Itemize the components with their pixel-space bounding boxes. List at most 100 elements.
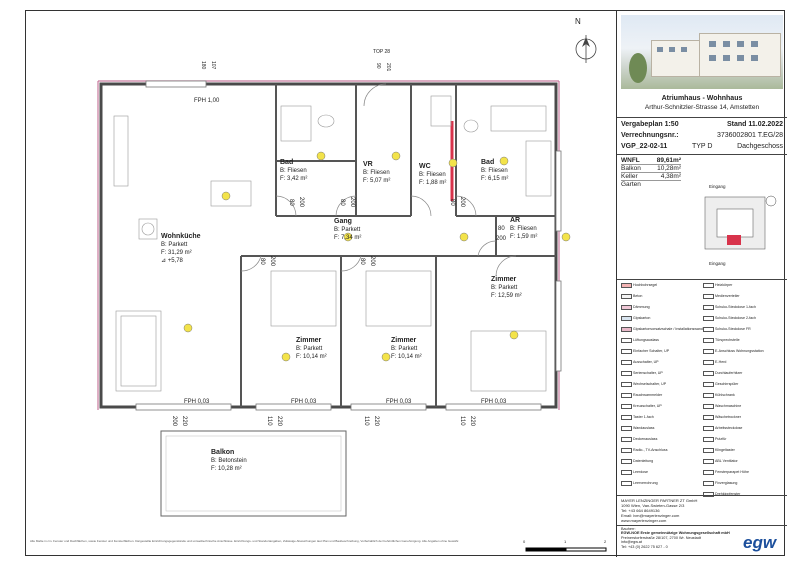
window-dim: 220 — [276, 416, 282, 427]
legend-swatch — [703, 316, 714, 321]
left-dim-2: 107 — [210, 61, 216, 70]
legend-label: Taster 1-fach — [633, 415, 654, 419]
legend-swatch — [621, 349, 632, 354]
scale-2: 2 — [604, 539, 607, 544]
door-dim: 80 — [339, 199, 345, 206]
legend-label: Gipskartonvorsatzschale / Installationsw… — [633, 327, 703, 331]
legend-swatch — [703, 294, 714, 299]
legend-swatch — [621, 415, 632, 420]
project-address: Arthur-Schnitzler-Strasse 14, Amstetten — [644, 104, 760, 111]
door-dim: 200 — [369, 256, 375, 267]
legend-label: Hochbohrsegel — [633, 283, 658, 287]
legend-label: ABL Ventilator — [715, 459, 738, 463]
window-dim: 200 — [171, 416, 177, 427]
legend-swatch — [703, 338, 714, 343]
legend-swatch — [621, 338, 632, 343]
legend-label: Lüftungsauslass — [633, 338, 659, 342]
legend-label: Fensterparapet Höhe — [715, 470, 749, 474]
verrechnung-row: Verrechnungsnr.:3736002801 T.EG/28 — [621, 132, 783, 139]
key-plan — [704, 195, 777, 250]
fph-label-5: FPH 0,03 — [481, 399, 507, 405]
legend-swatch — [621, 371, 632, 376]
legend-label: E-Herd — [715, 360, 727, 364]
door-dim: 80 — [449, 199, 455, 206]
door-dim: 200 — [349, 197, 355, 208]
legend-swatch — [621, 437, 632, 442]
fph-label-1: FPH 1,00 — [194, 98, 220, 104]
legend-label: Dämmung — [633, 305, 650, 309]
legend-label: Radio-, TV-Anschluss — [633, 448, 668, 452]
window-dim: 110 — [459, 416, 465, 426]
legend-label: Geschirrspüler — [715, 382, 739, 386]
legend-swatch — [621, 305, 632, 310]
legend-swatch — [703, 481, 714, 486]
legend-swatch — [621, 393, 632, 398]
keyplan-bottom-label: Eingang — [709, 261, 726, 266]
legend-swatch — [703, 305, 714, 310]
footnote: Alle Maße in cm. Fenster und Dachflächen… — [30, 539, 460, 543]
legend-swatch — [621, 316, 632, 321]
legend-label: Waschmaschine — [715, 404, 742, 408]
legend-swatch — [703, 415, 714, 420]
legend-swatch — [621, 459, 632, 464]
legend-label: Serienschalter, UP — [633, 371, 663, 375]
legend-label: Putzfür — [715, 437, 727, 441]
legend-label: Rauchwarnmelder — [633, 393, 663, 397]
window-dim: 220 — [181, 416, 187, 427]
legend-label: Wandauslass — [633, 426, 655, 430]
legend-label: Medienverteiler — [715, 294, 740, 298]
legend-label: Wäschetrockner — [715, 415, 741, 419]
window-dim: 110 — [266, 416, 272, 426]
legend-swatch — [621, 382, 632, 387]
door-dim: 200 — [269, 256, 275, 267]
top-dim-2: 201 — [385, 63, 391, 72]
legend-label: Schuko-Steckdose 2-fach — [715, 316, 756, 320]
legend-swatch — [621, 327, 632, 332]
egw-logo: egw — [743, 533, 777, 552]
legend-swatch — [621, 283, 632, 288]
legend-swatch — [621, 470, 632, 475]
legend-label: Einfacher Schalter, UP — [633, 349, 670, 353]
legend-label: Schuko-Steckdose 1-fach — [715, 305, 756, 309]
floor-plan — [97, 35, 607, 552]
legend-swatch — [703, 437, 714, 442]
legend-swatch — [703, 283, 714, 288]
top-marker: TOP 28 — [373, 49, 391, 55]
door-dim: 200 — [298, 197, 304, 208]
legend-label: Fixverglasung — [715, 481, 738, 485]
legend-swatch — [621, 448, 632, 453]
fph-label-4: FPH 0,03 — [386, 399, 412, 405]
legend-swatch — [703, 459, 714, 464]
legend-label: Ausschalter, UP — [633, 360, 659, 364]
legend-label: Türsprechstelle — [715, 338, 740, 342]
legend-label: Kühlschrank — [715, 393, 735, 397]
legend-label: Kreuzschalter, UP — [633, 404, 662, 408]
legend-label: E-Anschluss Wohnungsstation — [715, 349, 764, 353]
legend-label: Leerverrohrung — [633, 481, 658, 485]
door-dim: 80 — [498, 226, 505, 232]
door-dim: 200 — [459, 197, 465, 208]
left-dim-1: 180 — [200, 61, 206, 70]
scale-1: 1 — [564, 539, 567, 544]
legend-label: Gipskarton — [633, 316, 651, 320]
legend-swatch — [703, 492, 714, 497]
legend-swatch — [621, 360, 632, 365]
legend-label: Heizkörper — [715, 283, 733, 287]
legend-swatch — [703, 360, 714, 365]
bauherr-block: Bauherr: EGW-NOE Erste gemeinnützige Woh… — [621, 527, 730, 549]
legend-label: Beton — [633, 294, 643, 298]
legend-swatch — [703, 382, 714, 387]
north-label: N — [575, 17, 581, 26]
